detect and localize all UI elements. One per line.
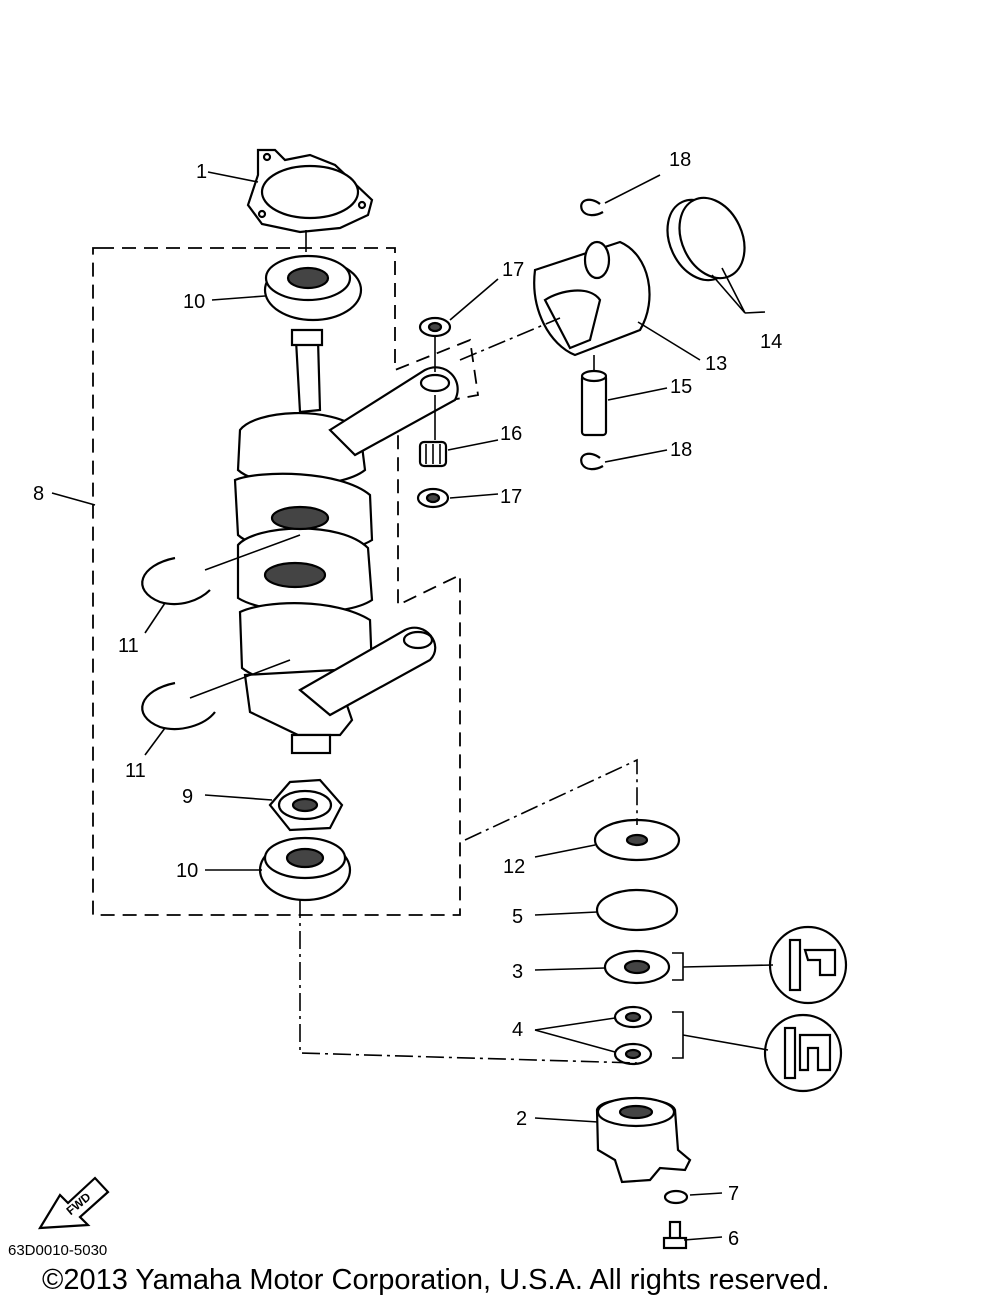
callout-10-lower: 10 xyxy=(176,860,198,882)
part-3-oil-seal xyxy=(603,949,671,985)
callout-15: 15 xyxy=(670,376,692,398)
callout-18-lower: 18 xyxy=(670,439,692,461)
callout-14: 14 xyxy=(760,331,782,353)
part-18-upper-clip xyxy=(580,198,604,217)
part-10-lower-bearing xyxy=(258,836,352,902)
connecting-rod-upper xyxy=(328,366,459,457)
seal-detail-inset-4 xyxy=(763,1013,843,1093)
part-7-washer xyxy=(663,1189,689,1205)
part-2-housing xyxy=(595,1096,692,1184)
part-1-plate xyxy=(246,148,374,234)
part-16-needle-bearing xyxy=(418,440,448,468)
callout-9: 9 xyxy=(182,786,193,808)
callout-1: 1 xyxy=(196,161,207,183)
copyright-notice: ©2013 Yamaha Motor Corporation, U.S.A. A… xyxy=(42,1264,830,1296)
callout-6: 6 xyxy=(728,1228,739,1250)
drawing-code: 63D0010-5030 xyxy=(8,1242,108,1259)
part-11-upper-clip xyxy=(141,556,211,606)
fwd-arrow-icon: FWD xyxy=(37,1176,110,1230)
callout-11-lower: 11 xyxy=(125,760,146,782)
callout-10-upper: 10 xyxy=(183,291,205,313)
part-4-oil-seal-upper xyxy=(613,1005,653,1029)
callout-7: 7 xyxy=(728,1183,739,1205)
callout-16: 16 xyxy=(500,423,522,445)
callout-17-lower: 17 xyxy=(500,486,522,508)
callout-18-upper: 18 xyxy=(669,149,691,171)
callout-2: 2 xyxy=(516,1108,527,1130)
part-15-piston-pin xyxy=(580,369,608,437)
crankshaft-assembly-boundary xyxy=(92,247,480,916)
part-12-washer xyxy=(593,818,681,862)
callout-5: 5 xyxy=(512,906,523,928)
part-13-piston xyxy=(533,240,651,357)
crankshaft xyxy=(233,328,374,755)
callout-13: 13 xyxy=(705,353,727,375)
part-11-lower-clip xyxy=(141,681,216,731)
callout-3: 3 xyxy=(512,961,523,983)
part-5-o-ring xyxy=(595,888,679,932)
part-10-upper-bearing xyxy=(263,254,363,322)
part-17-lower-washer xyxy=(416,487,450,509)
part-9-seal xyxy=(268,778,344,832)
part-18-lower-clip xyxy=(580,452,604,471)
callout-11-upper: 11 xyxy=(118,635,139,657)
seal-detail-inset-3 xyxy=(768,925,848,1005)
part-17-upper-washer xyxy=(418,316,452,338)
callout-8: 8 xyxy=(33,483,44,505)
callout-17-upper: 17 xyxy=(502,259,524,281)
part-6-bolt xyxy=(662,1220,688,1250)
connecting-rod-lower xyxy=(298,626,437,717)
part-4-oil-seal-lower xyxy=(613,1042,653,1066)
part-14-piston-rings xyxy=(666,196,746,282)
callout-12: 12 xyxy=(503,856,525,878)
callout-4: 4 xyxy=(512,1019,523,1041)
